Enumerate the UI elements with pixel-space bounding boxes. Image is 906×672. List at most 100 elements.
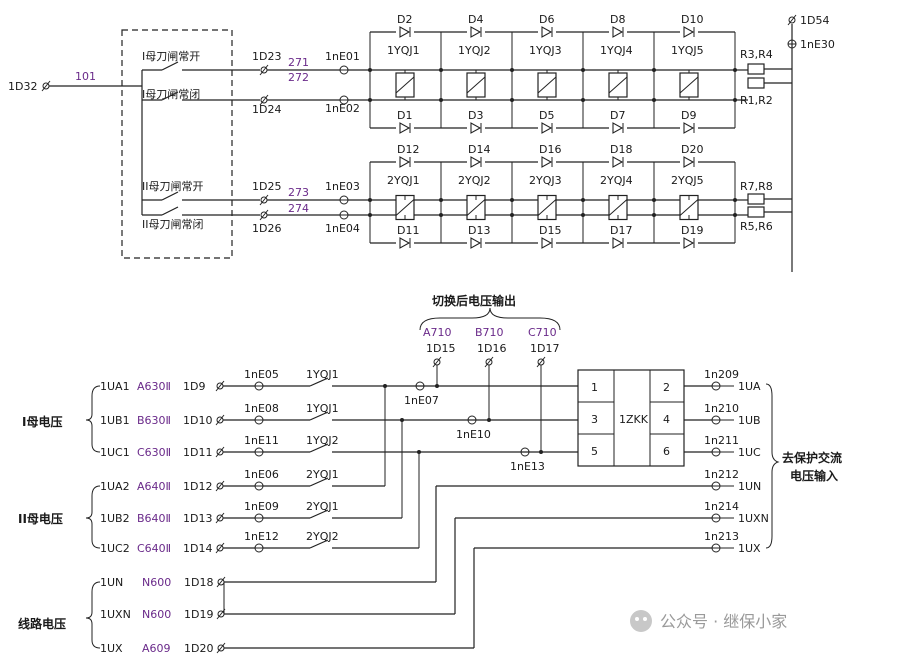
bus1-brace xyxy=(85,385,101,453)
zkk-label: 1ZKK xyxy=(619,413,649,426)
pt-row-u: 1UB2 xyxy=(100,512,130,525)
output-ne: 1n211 xyxy=(704,434,739,447)
pt-row-terminal: 1D12 xyxy=(183,480,212,493)
zkk-pin-4: 4 xyxy=(663,413,670,426)
phase-B710: B710 xyxy=(475,326,504,339)
output-brace xyxy=(419,307,561,331)
pt-row-contact: 1YQJ1 xyxy=(306,402,339,415)
ne04-label: 1nE04 xyxy=(325,222,360,235)
diode-label: D7 xyxy=(610,109,625,122)
diode xyxy=(467,122,485,134)
pt-row-terminal: 1D13 xyxy=(183,512,212,525)
bus2-open-contact xyxy=(161,191,179,201)
bus2-voltage-label: II母电压 xyxy=(18,511,63,526)
terminal-1D16: 1D16 xyxy=(477,342,506,355)
diode xyxy=(609,122,627,134)
resistor-R7R8-label: R7,R8 xyxy=(740,180,773,193)
relay-row-bus2: 2YQJ1D12D112YQJ2D14D132YQJ3D16D152YQJ4D1… xyxy=(368,143,737,249)
diode-label: D5 xyxy=(539,109,554,122)
diode xyxy=(396,122,414,134)
diode-label: D18 xyxy=(610,143,632,156)
pt-row-contact: 2YQJ2 xyxy=(306,530,339,543)
bus1-closed-contact xyxy=(161,91,179,101)
diode-label: D10 xyxy=(681,13,703,26)
diode-label: D8 xyxy=(610,13,625,26)
pt-row-contact: 2YQJ1 xyxy=(306,468,339,481)
bus1-closed-contact-label: I母刀闸常闭 xyxy=(142,88,200,101)
diode xyxy=(396,26,414,38)
pt-row-code: C640Ⅱ xyxy=(137,542,171,555)
relay-coil xyxy=(608,194,628,221)
output-ne: 1n210 xyxy=(704,402,739,415)
diode-label: D20 xyxy=(681,143,703,156)
diode xyxy=(680,122,698,134)
diode xyxy=(609,26,627,38)
bus2-closed-contact-label: II母刀闸常闭 xyxy=(142,218,204,231)
terminal-1D24: 1D24 xyxy=(252,103,281,116)
wire-272: 272 xyxy=(288,71,309,84)
diode-label: D14 xyxy=(468,143,490,156)
bus2-closed-contact xyxy=(161,206,179,216)
diode xyxy=(609,156,627,168)
bottom-voltage-circuit: 切换后电压输出 A710 B710 C710 1D15 1D16 1D17 I母… xyxy=(18,293,842,655)
output-u: 1UB xyxy=(738,414,761,427)
phase-C710: C710 xyxy=(528,326,557,339)
protection-label-1: 去保护交流 xyxy=(782,450,842,465)
pt-row-u: 1UA1 xyxy=(100,380,130,393)
pt-row-terminal: 1D10 xyxy=(183,414,212,427)
diode xyxy=(609,237,627,249)
line-row-u: 1UX xyxy=(100,642,123,655)
resistor-R1R2 xyxy=(747,77,765,89)
terminal-1D23: 1D23 xyxy=(252,50,281,63)
zkk-pin-3: 3 xyxy=(591,413,598,426)
pt-row-terminal: 1D9 xyxy=(183,380,205,393)
zkk-pin-6: 6 xyxy=(663,445,670,458)
ne13-label: 1nE13 xyxy=(510,460,545,473)
line-row-u: 1UXN xyxy=(100,608,131,621)
bus2-brace xyxy=(85,485,101,549)
output-ne: 1n213 xyxy=(704,530,739,543)
bus1-voltage-label: I母电压 xyxy=(22,414,62,429)
line-row-u: 1UN xyxy=(100,576,123,589)
relay-coil xyxy=(608,70,628,100)
pt-row-code: B640Ⅱ xyxy=(137,512,171,525)
pt-row-code: A640Ⅱ xyxy=(137,480,171,493)
resistor-R7R8 xyxy=(747,193,765,205)
bus1-open-contact xyxy=(161,61,179,71)
terminal-1D54: 1D54 xyxy=(800,14,829,27)
pt-row-ne: 1nE06 xyxy=(244,468,279,481)
terminal-symbols-top xyxy=(259,64,269,221)
diode-label: D15 xyxy=(539,224,561,237)
diode-label: D19 xyxy=(681,224,703,237)
left-terminal-label: 1D32 xyxy=(8,80,37,93)
zkk-pin-2: 2 xyxy=(663,381,670,394)
output-u: 1UX xyxy=(738,542,761,555)
output-u: 1UC xyxy=(738,446,761,459)
relay-coil xyxy=(466,194,486,221)
pt-row-terminal: 1D11 xyxy=(183,446,212,459)
line-row-terminal: 1D20 xyxy=(184,642,213,655)
watermark: 公众号 · 继保小家 xyxy=(630,610,787,632)
pt-row-u: 1UB1 xyxy=(100,414,130,427)
output-ne: 1n209 xyxy=(704,368,739,381)
output-ne: 1n212 xyxy=(704,468,739,481)
line-row-code: N600 xyxy=(142,608,171,621)
pt-row-contact: 1YQJ1 xyxy=(306,368,339,381)
pt-row-ne: 1nE09 xyxy=(244,500,279,513)
output-title: 切换后电压输出 xyxy=(432,293,516,308)
pt-row-u: 1UC2 xyxy=(100,542,130,555)
diode-label: D9 xyxy=(681,109,696,122)
output-u: 1UN xyxy=(738,480,761,493)
resistor-R5R6-label: R5,R6 xyxy=(740,220,773,233)
diode-label: D1 xyxy=(397,109,412,122)
diode xyxy=(680,156,698,168)
relay-label: 1YQJ5 xyxy=(671,44,704,57)
